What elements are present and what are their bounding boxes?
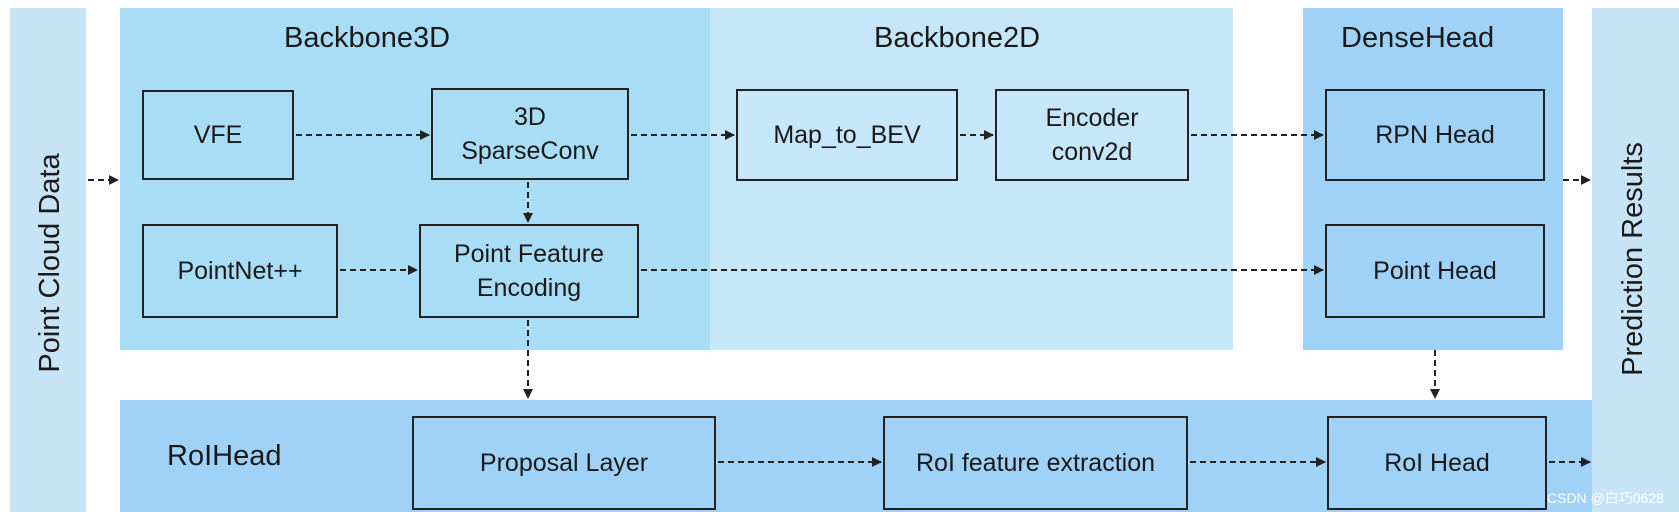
output-panel: Prediction Results — [1592, 8, 1679, 512]
densehead-title: DenseHead — [1341, 22, 1495, 54]
roi-head-box: RoI Head — [1327, 416, 1547, 510]
roihead-title: RoIHead — [167, 440, 282, 472]
vfe-box: VFE — [142, 90, 294, 180]
input-panel: Point Cloud Data — [10, 8, 86, 512]
roi-feature-box: RoI feature extraction — [883, 416, 1188, 510]
sparseconv-box: 3D SparseConv — [431, 88, 629, 180]
map-to-bev-box: Map_to_BEV — [736, 89, 958, 181]
proposal-layer-box: Proposal Layer — [412, 416, 716, 510]
backbone3d-title: Backbone3D — [284, 22, 451, 54]
encoder-box: Encoder conv2d — [995, 89, 1189, 181]
backbone2d-title: Backbone2D — [874, 22, 1041, 54]
point-head-box: Point Head — [1325, 224, 1545, 318]
watermark: CSDN @白巧0628 — [1547, 490, 1664, 506]
pointnet-box: PointNet++ — [142, 224, 338, 318]
point-feature-box: Point Feature Encoding — [419, 224, 639, 318]
rpn-head-box: RPN Head — [1325, 89, 1545, 181]
